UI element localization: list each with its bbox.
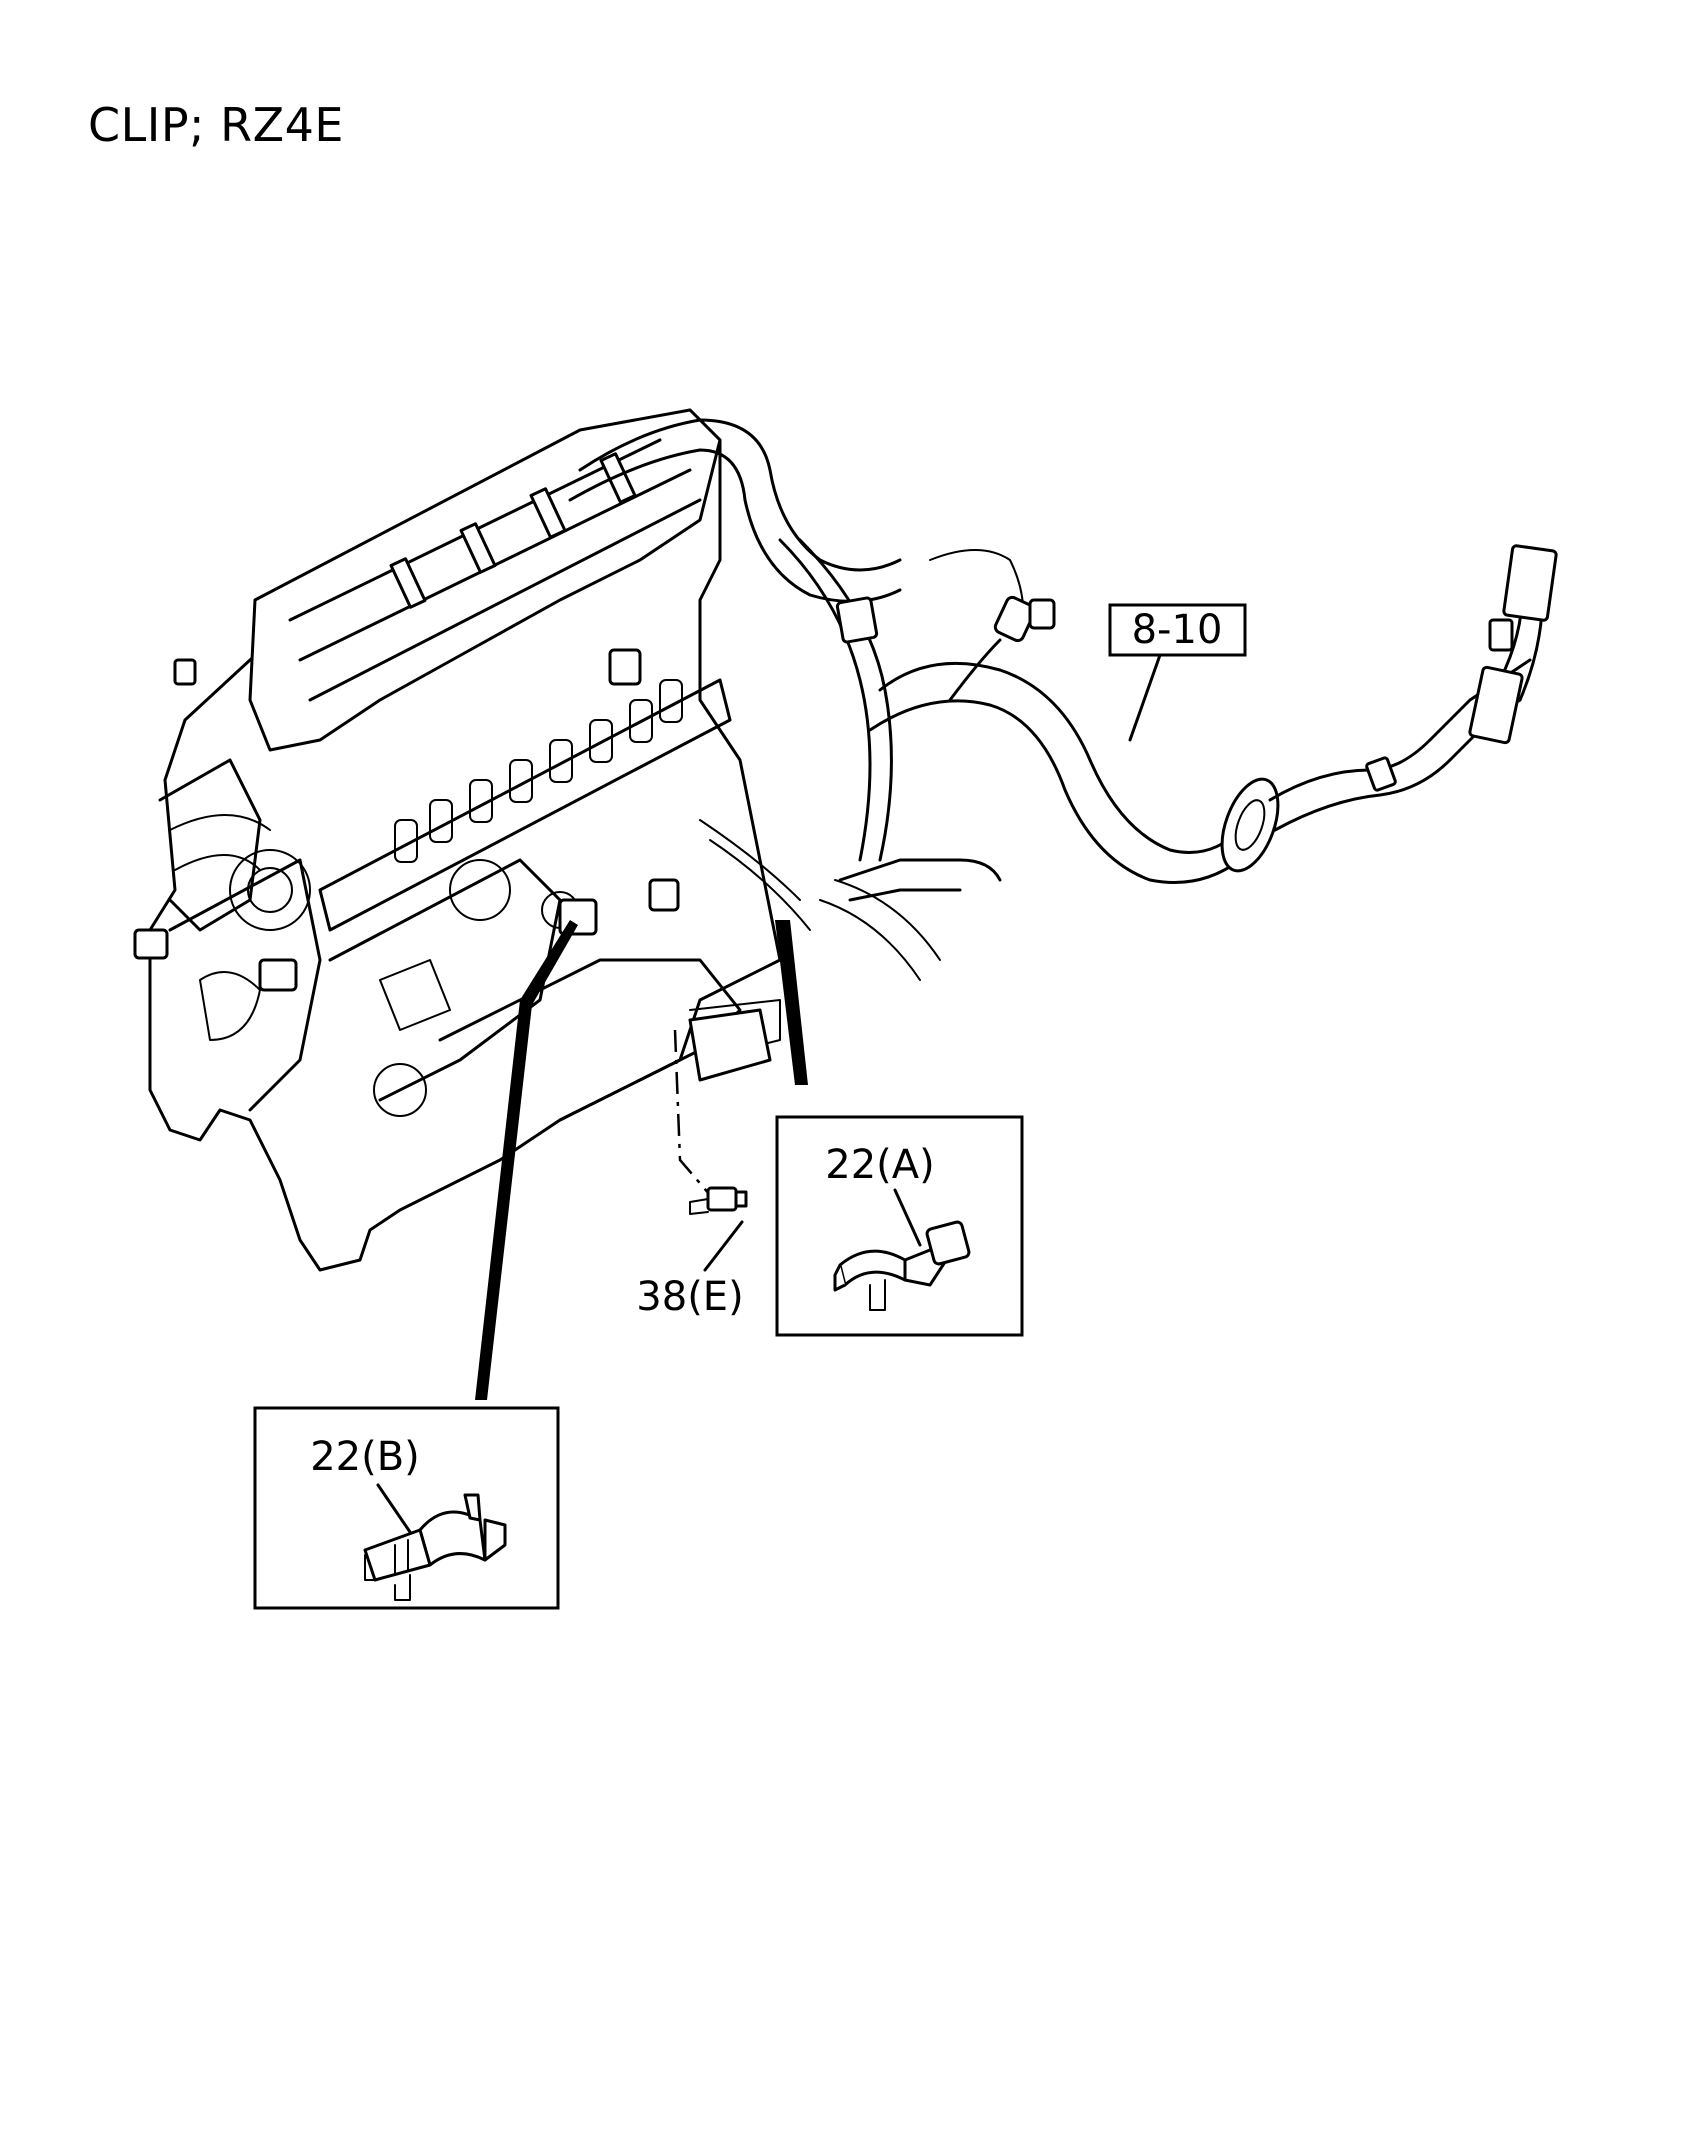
harness-callout-label: 8-10 — [1132, 607, 1223, 653]
bolt-38e-icon — [689, 1186, 748, 1215]
clip-b-icon — [363, 1493, 507, 1601]
clip-a-icon — [833, 1220, 971, 1311]
clip-a-callout-label: 22(A) — [825, 1142, 934, 1188]
bolt-dashed-line — [673, 1029, 711, 1196]
bolt-leader-line — [703, 1220, 744, 1272]
clip-a-detail-box: 22(A) — [775, 1115, 1024, 1337]
clip-a-pointer — [775, 920, 808, 1085]
page-title: CLIP; RZ4E — [88, 98, 344, 152]
manifold-ports — [394, 679, 683, 863]
engine-block-illustration — [133, 408, 782, 1272]
bolt-callout-label: 38(E) — [636, 1274, 743, 1320]
clip-b-pointer — [475, 920, 578, 1400]
wire-harness — [169, 418, 1558, 981]
clip-b-callout-label: 22(B) — [310, 1434, 420, 1480]
clip-b-detail-box: 22(B) — [253, 1406, 560, 1610]
harness-callout-box — [1108, 603, 1247, 657]
harness-leader-line — [1128, 653, 1162, 742]
